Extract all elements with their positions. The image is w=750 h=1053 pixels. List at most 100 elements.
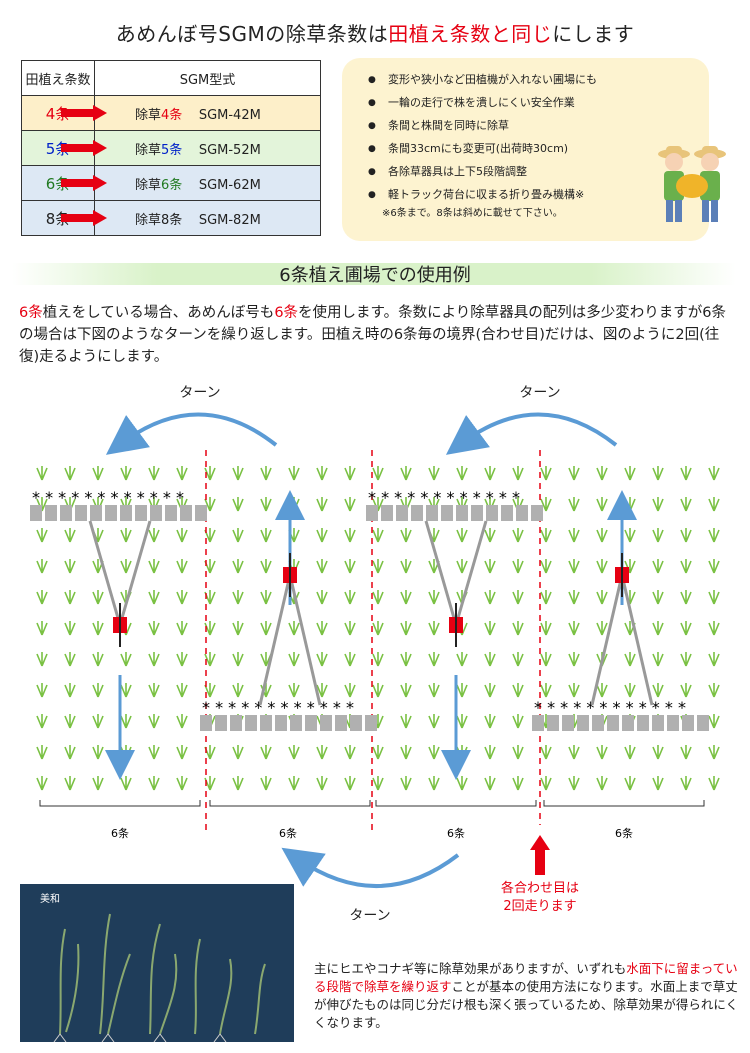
rice-plant bbox=[428, 745, 440, 760]
rice-plant bbox=[36, 745, 48, 760]
weeder-tine bbox=[275, 715, 287, 731]
rice-plant bbox=[372, 621, 384, 636]
rice-plant bbox=[372, 559, 384, 574]
rice-plant bbox=[708, 683, 720, 698]
rice-plant bbox=[568, 683, 580, 698]
rice-plant bbox=[540, 559, 552, 574]
features-box: 変形や狭小など田植機が入れない圃場にも 一輪の走行で株を潰しにくい安全作業 条間… bbox=[342, 58, 709, 241]
rice-plant bbox=[652, 776, 664, 791]
rice-plant bbox=[428, 466, 440, 481]
row-model: 除草8条 SGM-82M bbox=[61, 200, 321, 236]
rice-plant bbox=[428, 652, 440, 667]
weeder-machine: * * * * * * * * * * * * bbox=[366, 488, 543, 647]
rice-plant bbox=[92, 714, 104, 729]
rice-plant bbox=[680, 652, 692, 667]
rice-plant bbox=[344, 466, 356, 481]
turn-label: ターン bbox=[349, 908, 390, 920]
rice-plant bbox=[456, 559, 468, 574]
rice-plant bbox=[232, 745, 244, 760]
rice-plant bbox=[288, 776, 300, 791]
rice-plant bbox=[400, 559, 412, 574]
rice-plant bbox=[232, 652, 244, 667]
rice-plant bbox=[456, 745, 468, 760]
rice-plant bbox=[624, 466, 636, 481]
rice-plant bbox=[484, 745, 496, 760]
rice-plant bbox=[260, 621, 272, 636]
rice-plant bbox=[36, 683, 48, 698]
rice-plant bbox=[568, 621, 580, 636]
rice-plant bbox=[652, 497, 664, 512]
rice-plant bbox=[260, 497, 272, 512]
weeder-tine bbox=[180, 505, 192, 521]
table-row: 4条 除草4条 SGM-42M bbox=[21, 95, 321, 131]
weeder-tine bbox=[230, 715, 242, 731]
row-model: 除草4条 SGM-42M bbox=[61, 95, 321, 131]
rice-plant bbox=[680, 683, 692, 698]
turn-arc bbox=[105, 412, 278, 455]
rice-plant bbox=[344, 497, 356, 512]
rice-plant bbox=[568, 652, 580, 667]
rice-plant bbox=[120, 714, 132, 729]
field-diagram: ターン ターン ターン * * * * * * * * * * * * * * … bbox=[30, 385, 720, 920]
rice-plant bbox=[232, 466, 244, 481]
rice-plant bbox=[260, 590, 272, 605]
rice-plant bbox=[596, 621, 608, 636]
rice-plant bbox=[64, 590, 76, 605]
rice-plant bbox=[652, 621, 664, 636]
weeder-tine bbox=[682, 715, 694, 731]
rice-plant bbox=[64, 776, 76, 791]
rice-plant bbox=[64, 683, 76, 698]
rice-plant bbox=[652, 466, 664, 481]
section-band bbox=[12, 263, 736, 285]
weeder-tine bbox=[366, 505, 378, 521]
rice-plant bbox=[540, 590, 552, 605]
weeder-tine bbox=[471, 505, 483, 521]
rice-plant bbox=[512, 745, 524, 760]
rice-plant bbox=[456, 466, 468, 481]
weeder-tine bbox=[200, 715, 212, 731]
rice-plant bbox=[372, 528, 384, 543]
rice-plant bbox=[64, 714, 76, 729]
title-part3: にします bbox=[552, 22, 635, 46]
rice-plant bbox=[596, 776, 608, 791]
rice-plant bbox=[36, 652, 48, 667]
rice-plant bbox=[344, 776, 356, 791]
weeder-tine bbox=[396, 505, 408, 521]
weeder-machine: * * * * * * * * * * * * bbox=[30, 488, 207, 647]
rice-plant bbox=[204, 621, 216, 636]
rice-plant bbox=[456, 652, 468, 667]
rice-plant bbox=[624, 528, 636, 543]
rice-plant bbox=[64, 528, 76, 543]
bracket bbox=[209, 800, 371, 807]
rice-plant bbox=[148, 745, 160, 760]
rice-plant bbox=[372, 683, 384, 698]
rice-plant bbox=[652, 683, 664, 698]
feature-item: 条間と株間を同時に除草 bbox=[368, 118, 709, 141]
section-title: 6条植え圃場での使用例 bbox=[279, 265, 471, 286]
weeder-tine bbox=[426, 505, 438, 521]
rice-plant bbox=[232, 528, 244, 543]
rice-plant bbox=[568, 559, 580, 574]
rice-plant bbox=[176, 745, 188, 760]
rice-plant bbox=[148, 528, 160, 543]
rice-plant bbox=[176, 528, 188, 543]
rice-plant bbox=[176, 714, 188, 729]
rice-plant bbox=[708, 466, 720, 481]
weeder-tine bbox=[652, 715, 664, 731]
turn-label: ターン bbox=[179, 385, 220, 401]
rice-plant bbox=[596, 466, 608, 481]
rice-plant bbox=[456, 683, 468, 698]
rice-plant bbox=[260, 559, 272, 574]
bracket-label: 6条 bbox=[447, 826, 465, 840]
rice-plant bbox=[204, 466, 216, 481]
rice-plant bbox=[708, 621, 720, 636]
rice-plant bbox=[176, 466, 188, 481]
weeder-tine bbox=[30, 505, 42, 521]
seam-arrow-icon bbox=[530, 835, 550, 875]
rice-plant bbox=[708, 559, 720, 574]
rice-plant bbox=[596, 590, 608, 605]
rice-plant bbox=[372, 776, 384, 791]
rice-plant bbox=[428, 714, 440, 729]
weeder-marks: * * * * * * * * * * * * bbox=[202, 698, 354, 717]
rice-plant bbox=[92, 745, 104, 760]
